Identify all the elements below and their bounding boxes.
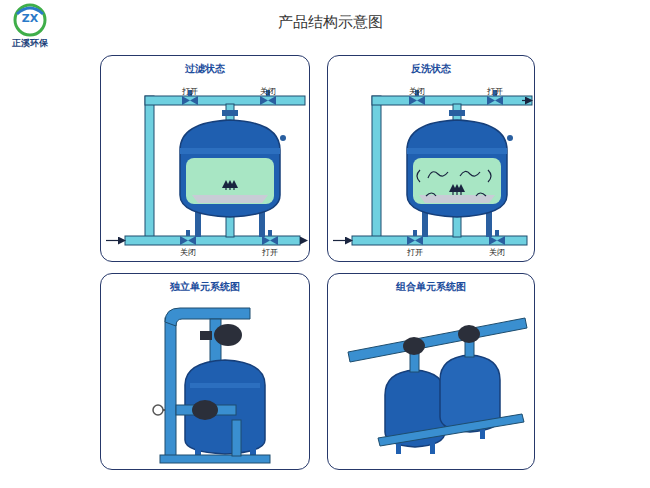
illustration-part [378,414,524,446]
illustration-part [192,400,218,420]
illustration-part [300,240,306,241]
illustration-part [460,186,461,195]
logo-text: 正溪环保 [12,37,48,50]
valve-state: 打开 [407,247,423,258]
illustration-part [233,182,234,190]
illustration-part [526,96,528,97]
panel-box: 独立单元系统图 [100,273,310,470]
illustration-part [333,240,351,241]
illustration-part [458,325,480,343]
illustration-part [348,318,527,362]
panel-title: 过滤状态 [101,62,309,76]
panel-box: 反洗状态 [327,55,535,262]
illustration-part [165,318,176,458]
illustration-part [15,5,45,35]
illustration-part [160,455,270,463]
valve-state: 打开 [182,86,198,97]
illustration-part [229,182,230,190]
page-title: 产品结构示意图 [278,13,383,32]
panel-title: 组合单元系统图 [328,280,534,294]
filter-tank [125,90,305,245]
illustration-part [452,186,453,195]
illustration-part [163,409,165,411]
illustration-part [430,440,435,454]
valve-state: 关闭 [260,86,276,97]
panel-box: 过滤状态 [100,55,310,262]
illustration-part [200,331,212,340]
illustration-part [426,193,486,196]
illustration-part [153,405,163,415]
illustration-part [456,186,457,195]
standalone-unit [153,308,270,463]
illustration-part [232,420,241,456]
panel-title: 独立单元系统图 [101,280,309,294]
illustration-part [522,100,531,101]
logo-mark: ZX [22,12,38,25]
valve-state: 关闭 [180,247,196,258]
illustration-part [417,170,491,182]
illustration-part [190,383,260,388]
backwash-tank [352,90,532,245]
panel-title: 反洗状态 [328,62,534,76]
illustration-part [333,101,532,241]
illustration-part [165,308,250,326]
valve-state: 打开 [487,86,503,97]
logo [15,5,45,35]
valve-state: 打开 [262,247,278,258]
combined-unit [348,318,527,454]
valve-state: 关闭 [489,247,505,258]
valve-state: 关闭 [409,86,425,97]
illustration-part [214,324,242,346]
illustration-part [225,182,226,190]
illustration-part [403,337,425,355]
panel-box: 组合单元系统图 [327,273,535,470]
illustration-part [106,182,306,241]
illustration-part [106,240,124,241]
